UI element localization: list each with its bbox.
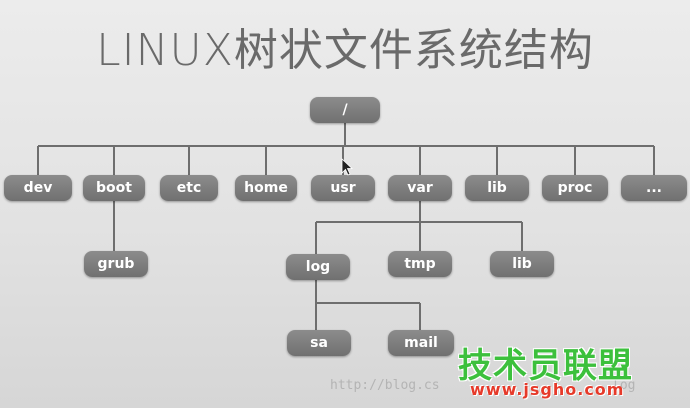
- node-usr: usr: [311, 175, 375, 201]
- node-tmp: tmp: [388, 251, 452, 277]
- watermark-url-right: log: [612, 378, 636, 393]
- watermark-url-left: http://blog.cs: [330, 378, 440, 393]
- watermark-logo: 技术员联盟: [458, 346, 633, 386]
- mouse-cursor-icon: [341, 158, 353, 176]
- watermark-logo-url: www.jsgho.com: [470, 380, 625, 399]
- node-more: ...: [621, 175, 687, 201]
- node-lib: lib: [465, 175, 529, 201]
- node-proc: proc: [542, 175, 608, 201]
- node-etc: etc: [160, 175, 218, 201]
- diagram-title: LINUX树状文件系统结构: [96, 25, 594, 76]
- node-home: home: [235, 175, 297, 201]
- node-root: /: [310, 97, 380, 123]
- node-var-lib: lib: [490, 251, 554, 277]
- node-var: var: [388, 175, 452, 201]
- node-mail: mail: [388, 330, 454, 356]
- node-dev: dev: [4, 175, 72, 201]
- node-boot: boot: [83, 175, 145, 201]
- node-grub: grub: [84, 251, 148, 277]
- node-sa: sa: [287, 330, 351, 356]
- node-log: log: [286, 254, 350, 280]
